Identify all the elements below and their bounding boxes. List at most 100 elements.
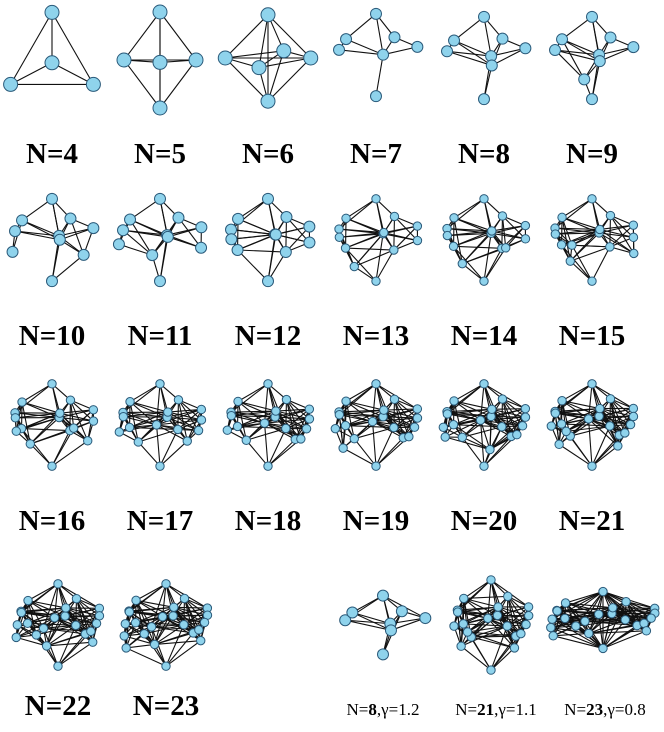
cluster-graph-n18-atom	[227, 411, 235, 419]
cluster-graph-n22	[12, 580, 104, 671]
cluster-graph-n16-atom	[70, 424, 78, 432]
cluster-graph-n23-atom	[122, 644, 130, 652]
cluster-graph-n19-atom	[350, 434, 358, 442]
cluster-graph-n20-edge	[481, 384, 484, 420]
special-cluster-graph-2-atom	[622, 597, 630, 605]
cluster-graph-n5-atom	[189, 53, 203, 67]
cluster-graph-n21-atom	[547, 422, 555, 430]
cluster-graph-n11-atom	[155, 276, 166, 287]
cluster-graph-n14-edge	[502, 216, 505, 248]
cluster-graph-n17-edge	[130, 384, 160, 402]
special-cluster-graph-2-atom	[647, 614, 655, 622]
special-cluster-graph-2-atom	[548, 615, 556, 623]
cluster-graph-n21-edge	[559, 444, 592, 466]
cluster-graph-n5-atom	[153, 55, 167, 69]
cluster-graph-n21-atom	[629, 404, 637, 412]
cluster-graph-n15-atom	[558, 213, 566, 221]
cluster-graph-n16-atom	[48, 380, 56, 388]
cluster-graph-n4	[4, 5, 101, 91]
cluster-graph-n9-atom	[605, 32, 616, 43]
cluster-graph-n16-edge	[22, 402, 60, 413]
cluster-graph-n17	[115, 380, 206, 471]
cluster-graph-n16-atom	[89, 406, 97, 414]
special-cluster-graph-1-atom	[503, 622, 511, 630]
cluster-graph-n20-atom	[498, 395, 506, 403]
cluster-graph-n20-atom	[449, 421, 457, 429]
cluster-graph-n18-atom	[233, 422, 241, 430]
cluster-graph-n20-edge	[492, 409, 526, 410]
special-cluster-graph-1-atom	[487, 666, 495, 674]
cluster-graph-n13-edge	[354, 250, 394, 267]
cluster-graph-n18-atom	[305, 405, 313, 413]
cluster-graph-n15-edge	[592, 199, 600, 230]
cluster-graph-n21-atom	[595, 412, 603, 420]
cluster-graph-n5-atom	[117, 53, 131, 67]
special-cluster-graph-2-atom	[599, 644, 607, 652]
cluster-graph-n7-atom	[334, 44, 345, 55]
cluster-graph-n10-atom	[78, 249, 89, 260]
cluster-graph-n13-atom	[341, 244, 349, 252]
cluster-graph-n22-atom	[54, 580, 62, 588]
special-cluster-graph-2-atom	[609, 604, 617, 612]
cluster-graph-n22-atom	[89, 638, 97, 646]
cluster-graph-n10-atom	[47, 276, 58, 287]
cluster-graph-n18-atom	[302, 425, 310, 433]
special-cluster-graph-2	[547, 587, 659, 652]
cluster-graph-n23-atom	[180, 621, 188, 629]
cluster-graph-n23-atom	[169, 612, 177, 620]
cluster-graph-n11	[113, 193, 206, 286]
cluster-graph-n11-atom	[125, 214, 136, 225]
special-cluster-graph-1-atom	[522, 620, 530, 628]
cluster-graph-n22-atom	[54, 662, 62, 670]
cluster-graph-n9-atom	[594, 56, 605, 67]
cluster-graph-n19-atom	[372, 462, 380, 470]
special-cluster-graph-1-atom	[463, 628, 471, 636]
special-cluster-graph-1-atom	[524, 603, 532, 611]
cluster-graph-n8-atom	[520, 43, 531, 54]
cluster-graph-n21-atom	[629, 412, 637, 420]
cluster-graph-n14-atom	[480, 195, 488, 203]
cluster-graph-n18-atom	[272, 407, 280, 415]
cluster-graph-n18-atom	[223, 426, 231, 434]
cluster-graph-n23-atom	[197, 636, 205, 644]
cluster-graph-n16-atom	[66, 396, 74, 404]
cluster-graph-n16	[11, 380, 98, 471]
cluster-graph-n22-atom	[23, 619, 31, 627]
cluster-graph-n19-edge	[373, 422, 376, 467]
cluster-graph-n18-edge	[238, 384, 268, 402]
cluster-graph-n13	[335, 195, 422, 286]
special-cluster-graph-1-atom	[457, 642, 465, 650]
cluster-graph-n7-edge	[376, 14, 383, 55]
cluster-graph-n18-edge	[265, 423, 268, 466]
special-cluster-graph-1-edge	[464, 580, 491, 598]
cluster-graph-n14-atom	[502, 244, 510, 252]
cluster-graph-n7-atom	[378, 49, 389, 60]
cluster-graph-n16-atom	[56, 409, 64, 417]
cluster-graph-n6-atom	[252, 61, 266, 75]
cluster-graph-n19-edge	[354, 439, 376, 466]
cluster-graph-n10-atom	[10, 226, 21, 237]
special-cluster-graph-0-atom	[347, 607, 358, 618]
special-cluster-graph-2-atom	[549, 632, 557, 640]
cluster-graph-n9-atom	[550, 45, 561, 56]
cluster-graph-n8-atom	[497, 33, 508, 44]
cluster-graph-n5-edge	[160, 12, 196, 60]
special-cluster-graph-1-atom	[494, 603, 502, 611]
cluster-graph-n21-atom	[551, 409, 559, 417]
cluster-graph-n23-atom	[195, 626, 203, 634]
cluster-graph-n18-atom	[234, 397, 242, 405]
special-cluster-graph-2-atom	[642, 627, 650, 635]
special-cluster-graph-2-atom	[547, 623, 555, 631]
cluster-graph-n21-edge	[562, 384, 592, 401]
cluster-graph-n7-atom	[412, 41, 423, 52]
cluster-graph-n8-atom	[479, 11, 490, 22]
cluster-graph-n5-atom	[153, 101, 167, 115]
cluster-graph-n23-atom	[131, 619, 139, 627]
cluster-graph-n16-edge	[52, 441, 88, 466]
cluster-graph-n8-atom	[486, 60, 497, 71]
cluster-graph-n14-edge	[484, 199, 492, 231]
cluster-graph-n14	[443, 195, 530, 286]
cluster-graph-n23-atom	[121, 620, 129, 628]
cluster-graph-n20	[439, 380, 530, 471]
